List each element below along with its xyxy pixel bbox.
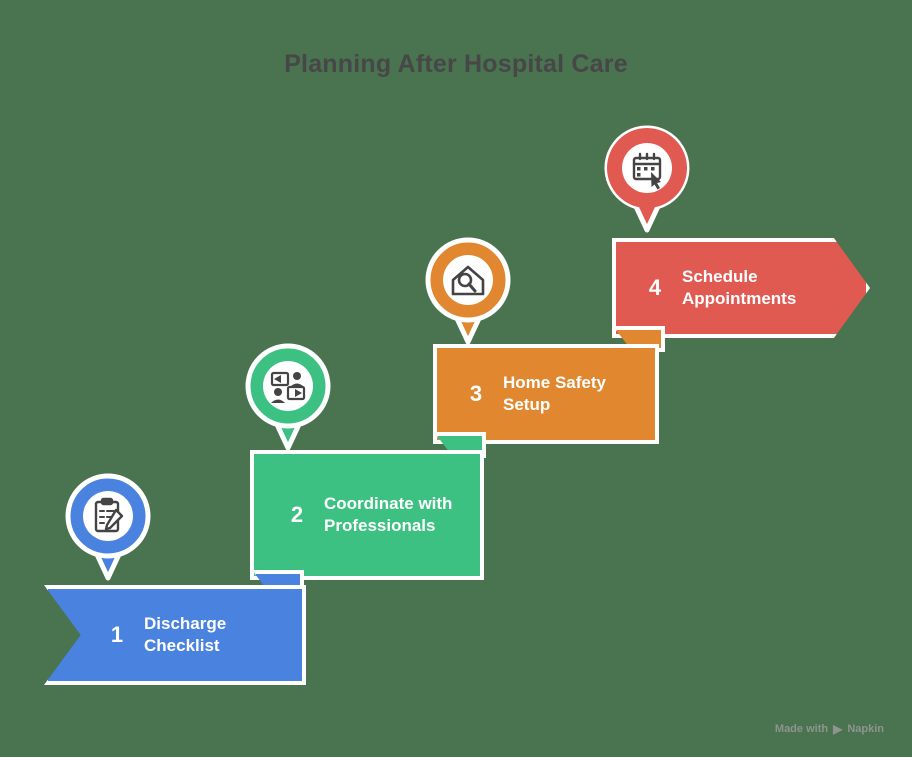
pin-marker-2[interactable]	[240, 342, 336, 452]
step-label-2: Coordinate with Professionals	[324, 494, 453, 535]
step-block-2[interactable]: 2 Coordinate with Professionals	[250, 450, 484, 580]
clipboard-checklist-pencil-icon	[65, 473, 151, 581]
pin-marker-3[interactable]	[420, 236, 516, 346]
step-label-1: Discharge Checklist	[144, 614, 227, 655]
house-inspection-icon	[425, 237, 511, 345]
watermark: Made with ▶ Napkin	[775, 723, 884, 735]
watermark-prefix: Made with	[774, 723, 829, 735]
step-number-2: 2	[290, 502, 304, 527]
step-block-1[interactable]: 1 Discharge Checklist	[44, 585, 306, 685]
watermark-brand: Napkin	[847, 723, 884, 735]
step-block-4[interactable]: 4 Schedule Appointments	[612, 238, 870, 338]
step-label-4: Schedule Appointments	[682, 267, 797, 308]
step-label-3: Home Safety Setup	[503, 373, 606, 414]
pin-marker-1[interactable]	[60, 472, 156, 582]
pin-marker-4[interactable]	[599, 124, 695, 234]
step-number-1: 1	[110, 622, 124, 647]
people-communication-icon	[245, 343, 331, 451]
step-block-3[interactable]: 3 Home Safety Setup	[433, 344, 659, 444]
page-title: Planning After Hospital Care	[284, 50, 628, 78]
step-number-3: 3	[469, 381, 483, 406]
step-number-4: 4	[648, 275, 662, 300]
napkin-logo-icon: ▶	[833, 722, 843, 736]
calendar-click-icon	[604, 125, 690, 233]
